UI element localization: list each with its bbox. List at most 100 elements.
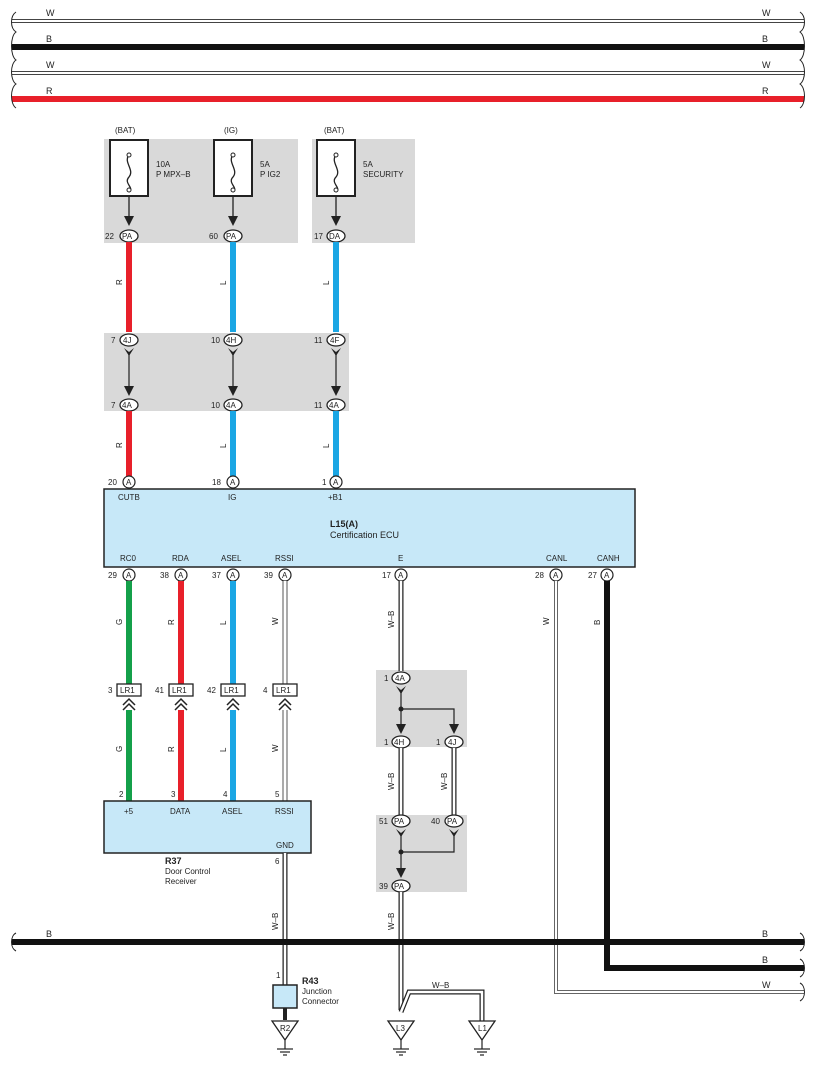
bottom-bus-label-left: B (46, 929, 52, 939)
jb-2-pin-a: 10 (211, 336, 220, 345)
ground-l1-label: L1 (478, 1024, 487, 1033)
wire-label-1: R (115, 279, 124, 285)
wire-label-3b: L (322, 443, 331, 448)
jb-1-pin-a: 7 (111, 336, 116, 345)
ecu-bot-conn-1: A (126, 571, 132, 580)
wire-label-3: L (322, 280, 331, 285)
ground-symbols: R2 L3 L1 (270, 1020, 497, 1056)
rcv-gnd-label: GND (276, 841, 294, 850)
gp-wire-label-4: W–B (387, 913, 396, 930)
ecu-bot-conn-5: A (398, 571, 404, 580)
ecu-bot-pin-3: 37 (212, 571, 221, 580)
rcv-label-4: RSSI (275, 807, 294, 816)
jc-line2: Connector (302, 997, 339, 1006)
wire-label-2b: L (219, 443, 228, 448)
upper-wires: R L L 4J 7 4A 7 4H 10 4A 10 4F 11 4A 11 (104, 242, 349, 476)
fuse-2-source: (IG) (224, 126, 238, 135)
gp-j3-pin: 1 (436, 738, 441, 747)
ecu-bottom-label-2: RDA (172, 554, 190, 563)
fuse-3-conn: DA (329, 232, 341, 241)
ecu-top-label-1: CUTB (118, 493, 140, 502)
certification-ecu: L15(A) Certification ECU A 20 CUTB A 18 … (103, 475, 636, 582)
bus-label-right-4: R (762, 86, 769, 96)
fuse-1-conn: PA (122, 232, 133, 241)
ecu-bottom-label-7: CANH (597, 554, 620, 563)
jb-3-pin-b: 11 (314, 401, 323, 410)
ecu-top-conn-1: A (126, 478, 132, 487)
rcv-pin-2: 3 (171, 790, 176, 799)
gp-wire-label-3: W–B (440, 773, 449, 790)
fuse-2-rating: 5A (260, 160, 270, 169)
jb-2-conn-b: 4A (226, 401, 236, 410)
gnd-wire-label: W–B (271, 913, 280, 930)
rcv-ref: R37 (165, 856, 182, 866)
ecu-bot-conn-7: A (604, 571, 610, 580)
ground-l1: L1 (467, 1020, 497, 1056)
rcv-pin-4: 5 (275, 790, 280, 799)
lr1-2-pin: 41 (155, 686, 164, 695)
ecu-top-pin-3: 1 (322, 478, 327, 487)
gp-wire-label-2: W–B (387, 773, 396, 790)
wire-g-label-2: G (115, 746, 124, 752)
wire-l-label-2: L (219, 747, 228, 752)
bus-label-left-1: W (46, 8, 55, 18)
ecu-bottom-label-1: RC0 (120, 554, 137, 563)
top-bus: W B W R W B W R (11, 8, 805, 109)
bus-label-left-4: R (46, 86, 53, 96)
jb-1-conn-b: 4A (122, 401, 132, 410)
ground-l3-label: L3 (396, 1024, 405, 1033)
ecu-box (103, 488, 636, 568)
bottom-bus-label-right-2: B (762, 955, 768, 965)
jb-3-conn-b: 4A (329, 401, 339, 410)
jb-2-pin-b: 10 (211, 401, 220, 410)
ecu-top-label-2: IG (228, 493, 236, 502)
wire-l-label: L (219, 620, 228, 625)
ecu-bot-pin-6: 28 (535, 571, 544, 580)
bottom-bus: B B B W (11, 929, 805, 1002)
left-brace (11, 11, 17, 109)
ecu-bot-conn-3: A (230, 571, 236, 580)
gp-j1-pin: 1 (384, 674, 389, 683)
lr1-4-conn: LR1 (276, 686, 291, 695)
gp-j5-conn: PA (447, 817, 458, 826)
ecu-bot-conn-4: A (282, 571, 288, 580)
fuse-3-box (316, 139, 356, 197)
ecu-top-pin-2: 18 (212, 478, 221, 487)
fuse-1-rating: 10A (156, 160, 171, 169)
fuse-2-pin: 60 (209, 232, 218, 241)
ecu-bot-pin-5: 17 (382, 571, 391, 580)
wire-g-label: G (115, 619, 124, 625)
bottom-bus-label-right-1: B (762, 929, 768, 939)
ground-l3: L3 (386, 1020, 416, 1056)
gp-j4-conn: PA (394, 817, 405, 826)
bus-label-right-1: W (762, 8, 771, 18)
lr1-1-pin: 3 (108, 686, 113, 695)
fuse-1-source: (BAT) (115, 126, 136, 135)
receiver-box (103, 800, 312, 854)
jb-3-pin-a: 11 (314, 336, 323, 345)
gp-j4-pin: 51 (379, 817, 388, 826)
canl-wire-label: W (542, 617, 551, 625)
rcv-label-2: DATA (170, 807, 191, 816)
fuse-area: (BAT) 10A P MPX–B (IG) 5A P IG2 (BAT) 5A… (104, 126, 415, 243)
rcv-label-3: ASEL (222, 807, 243, 816)
wire-w-label: W (271, 617, 280, 625)
fuse-3-pin: 17 (314, 232, 323, 241)
bottom-bus-label-right-3: W (762, 980, 771, 990)
fuse-3-rating: 5A (363, 160, 373, 169)
fuse-1-box (109, 139, 149, 197)
gp-j5-pin: 40 (431, 817, 440, 826)
ground-r2: R2 (270, 1020, 300, 1056)
rcv-gnd-pin: 6 (275, 857, 280, 866)
ecu-bottom-label-4: RSSI (275, 554, 294, 563)
ecu-bottom-label-6: CANL (546, 554, 568, 563)
gp-wire-label-5: W–B (432, 981, 449, 990)
ecu-bot-conn-2: A (178, 571, 184, 580)
fuse-1-name: P MPX–B (156, 170, 191, 179)
fuse-2-name: P IG2 (260, 170, 281, 179)
right-brace (799, 11, 805, 109)
wire-w-label-2: W (271, 744, 280, 752)
ecu-bot-pin-4: 39 (264, 571, 273, 580)
ecu-ref: L15(A) (330, 519, 358, 529)
rcv-pin-3: 4 (223, 790, 228, 799)
